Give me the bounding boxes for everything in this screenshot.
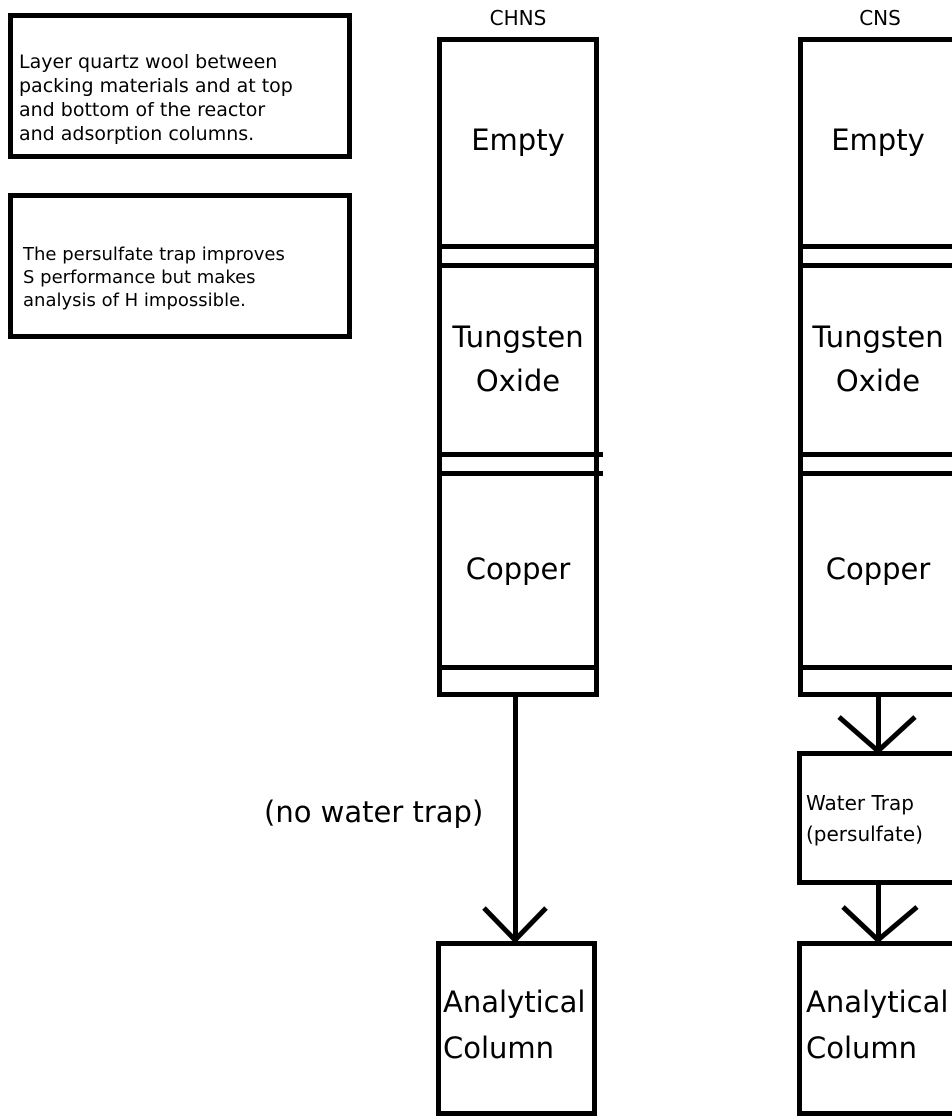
- cns-connector-line: [876, 697, 881, 752]
- quartz-wool-note: Layer quartz wool between packing materi…: [8, 13, 352, 159]
- cns-separator: [798, 244, 952, 249]
- chns-segment-copper: Copper: [465, 552, 571, 586]
- cns-separator: [798, 263, 952, 268]
- chns-title: CHNS: [489, 6, 547, 30]
- no-water-trap-label: (no water trap): [264, 795, 484, 829]
- cns-arrowhead-water-trap: [837, 715, 917, 755]
- cns-segment-tungsten-oxide: Tungsten Oxide: [812, 320, 944, 398]
- chns-segment-tungsten-oxide: Tungsten Oxide: [452, 320, 584, 398]
- cns-separator: [798, 665, 952, 670]
- quartz-wool-note-text: Layer quartz wool between packing materi…: [19, 51, 293, 145]
- chns-segment-empty: Empty: [471, 123, 565, 157]
- persulfate-note-text: The persulfate trap improves S performan…: [23, 244, 285, 311]
- cns-title: CNS: [859, 6, 901, 30]
- chns-separator: [437, 665, 599, 670]
- chns-separator: [437, 244, 599, 249]
- water-trap-label: Water Trap (persulfate): [806, 791, 923, 846]
- cns-arrowhead-analytical: [841, 905, 919, 944]
- cns-connector-line: [876, 884, 881, 942]
- chns-arrowhead: [482, 906, 548, 944]
- persulfate-note: The persulfate trap improves S performan…: [8, 193, 352, 339]
- chns-separator: [437, 263, 599, 268]
- chns-analytical-column-label: Analytical Column: [443, 985, 586, 1065]
- cns-segment-copper: Copper: [825, 552, 931, 586]
- cns-separator: [798, 471, 952, 476]
- chns-connector-line: [513, 697, 518, 942]
- chns-separator: [437, 471, 603, 476]
- chns-reactor-column: [437, 37, 599, 697]
- cns-reactor-column: [798, 37, 952, 697]
- cns-segment-empty: Empty: [831, 123, 925, 157]
- cns-analytical-column-label: Analytical Column: [806, 985, 949, 1065]
- cns-separator: [798, 452, 952, 457]
- chns-separator: [437, 452, 603, 457]
- water-trap-box: [797, 751, 952, 885]
